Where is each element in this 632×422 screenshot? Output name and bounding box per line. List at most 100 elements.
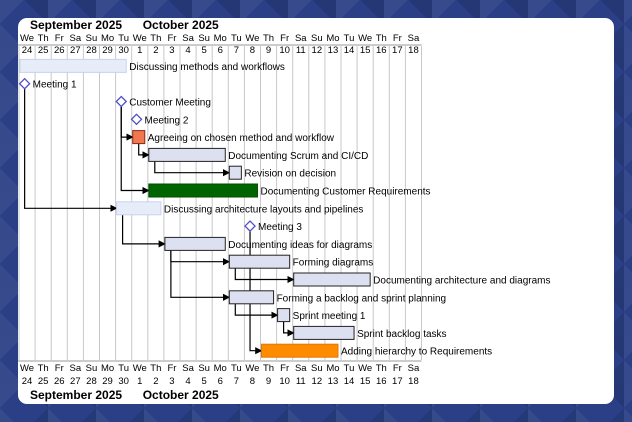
day-letter-top: Tu (344, 33, 355, 44)
day-letter-bottom: Th (376, 363, 387, 374)
day-number-top: 16 (376, 45, 387, 56)
day-letter-bottom: Tu (118, 363, 129, 374)
day-number-top: 11 (296, 45, 306, 56)
task-bar[interactable] (228, 290, 275, 305)
task-bar[interactable] (277, 308, 291, 323)
day-number-top: 14 (344, 45, 355, 56)
day-letter-bottom: Su (311, 363, 323, 374)
day-letter-top: Fr (55, 33, 64, 44)
day-number-bottom: 8 (250, 376, 255, 387)
day-letter-bottom: Fr (280, 363, 289, 374)
day-letter-bottom: Th (263, 363, 274, 374)
day-number-bottom: 13 (328, 376, 339, 387)
day-number-bottom: 9 (266, 376, 271, 387)
day-number-bottom: 12 (312, 376, 323, 387)
day-number-top: 3 (169, 45, 174, 56)
task-bar[interactable] (132, 130, 146, 145)
milestone-label: Meeting 3 (258, 222, 302, 233)
day-letter-bottom: We (245, 363, 259, 374)
day-number-bottom: 4 (185, 376, 190, 387)
task-bar[interactable] (148, 183, 258, 198)
day-number-bottom: 24 (22, 376, 33, 387)
dependency-link (24, 88, 118, 212)
task-bar[interactable] (293, 325, 355, 340)
day-letter-top: Fr (167, 33, 176, 44)
day-letter-bottom: Th (150, 363, 161, 374)
day-number-bottom: 29 (102, 376, 113, 387)
day-letter-top: Su (311, 33, 323, 44)
day-letter-top: Su (86, 33, 98, 44)
task-bar[interactable] (19, 58, 127, 73)
task-bar[interactable] (261, 343, 339, 358)
day-number-top: 17 (392, 45, 403, 56)
day-number-top: 27 (70, 45, 81, 56)
day-letter-top: We (245, 33, 259, 44)
day-letter-bottom: Mo (326, 363, 339, 374)
day-number-bottom: 3 (169, 376, 174, 387)
task-label: Sprint backlog tasks (357, 329, 447, 340)
day-letter-bottom: Tu (231, 363, 242, 374)
task-label: Revision on decision (244, 169, 336, 180)
day-letter-bottom: Su (86, 363, 98, 374)
day-number-top: 18 (408, 45, 419, 56)
day-letter-top: We (133, 33, 147, 44)
day-number-top: 5 (202, 45, 207, 56)
day-letter-top: Su (198, 33, 210, 44)
day-number-top: 10 (279, 45, 290, 56)
milestone-diamond[interactable] (18, 77, 31, 90)
task-bar[interactable] (164, 236, 226, 251)
task-label: Forming a backlog and sprint planning (277, 293, 447, 304)
day-letter-top: Th (38, 33, 49, 44)
day-letter-top: Sa (408, 33, 420, 44)
day-letter-top: Tu (118, 33, 129, 44)
task-label: Documenting Scrum and CI/CD (228, 151, 368, 162)
task-bar[interactable] (148, 147, 226, 162)
day-letter-top: Sa (70, 33, 82, 44)
task-label: Documenting Customer Requirements (260, 187, 430, 198)
month-label-bottom: September 2025 (30, 388, 122, 402)
day-number-bottom: 1 (137, 376, 142, 387)
day-letter-top: Fr (393, 33, 402, 44)
day-number-top: 4 (185, 45, 190, 56)
milestone-diamond[interactable] (244, 220, 256, 233)
day-number-top: 2 (153, 45, 158, 56)
day-number-top: 7 (234, 45, 239, 56)
milestone-diamond[interactable] (115, 95, 128, 108)
task-bar[interactable] (293, 272, 371, 287)
day-letter-bottom: Su (198, 363, 210, 374)
task-label: Documenting ideas for diagrams (228, 240, 372, 251)
day-letter-top: Mo (101, 33, 114, 44)
dependency-link (138, 143, 150, 159)
day-letter-bottom: Mo (214, 363, 227, 374)
day-number-top: 15 (360, 45, 371, 56)
milestone-label: Meeting 1 (33, 80, 77, 91)
day-number-top: 29 (102, 45, 113, 56)
month-label-bottom: October 2025 (143, 388, 219, 402)
day-number-bottom: 11 (296, 376, 306, 387)
day-letter-bottom: Mo (101, 363, 114, 374)
day-number-bottom: 17 (392, 376, 403, 387)
day-number-top: 9 (266, 45, 271, 56)
dependency-link (249, 231, 263, 355)
dependency-link (234, 303, 279, 319)
task-bar[interactable] (116, 201, 162, 216)
day-number-bottom: 18 (408, 376, 419, 387)
task-bar[interactable] (228, 254, 291, 269)
day-letter-top: Th (263, 33, 274, 44)
day-number-bottom: 26 (54, 376, 65, 387)
task-bar[interactable] (228, 165, 242, 180)
day-number-top: 25 (38, 45, 49, 56)
day-letter-bottom: We (358, 363, 372, 374)
milestone-label: Meeting 2 (145, 115, 189, 126)
dependency-link (120, 106, 134, 141)
day-number-top: 24 (22, 45, 33, 56)
day-letter-top: We (358, 33, 372, 44)
dependency-link (234, 268, 295, 284)
task-label: Sprint meeting 1 (293, 311, 366, 322)
day-letter-bottom: Sa (182, 363, 194, 374)
milestone-diamond[interactable] (130, 113, 143, 126)
day-number-bottom: 10 (279, 376, 290, 387)
day-letter-bottom: Sa (295, 363, 307, 374)
day-letter-top: Fr (280, 33, 289, 44)
